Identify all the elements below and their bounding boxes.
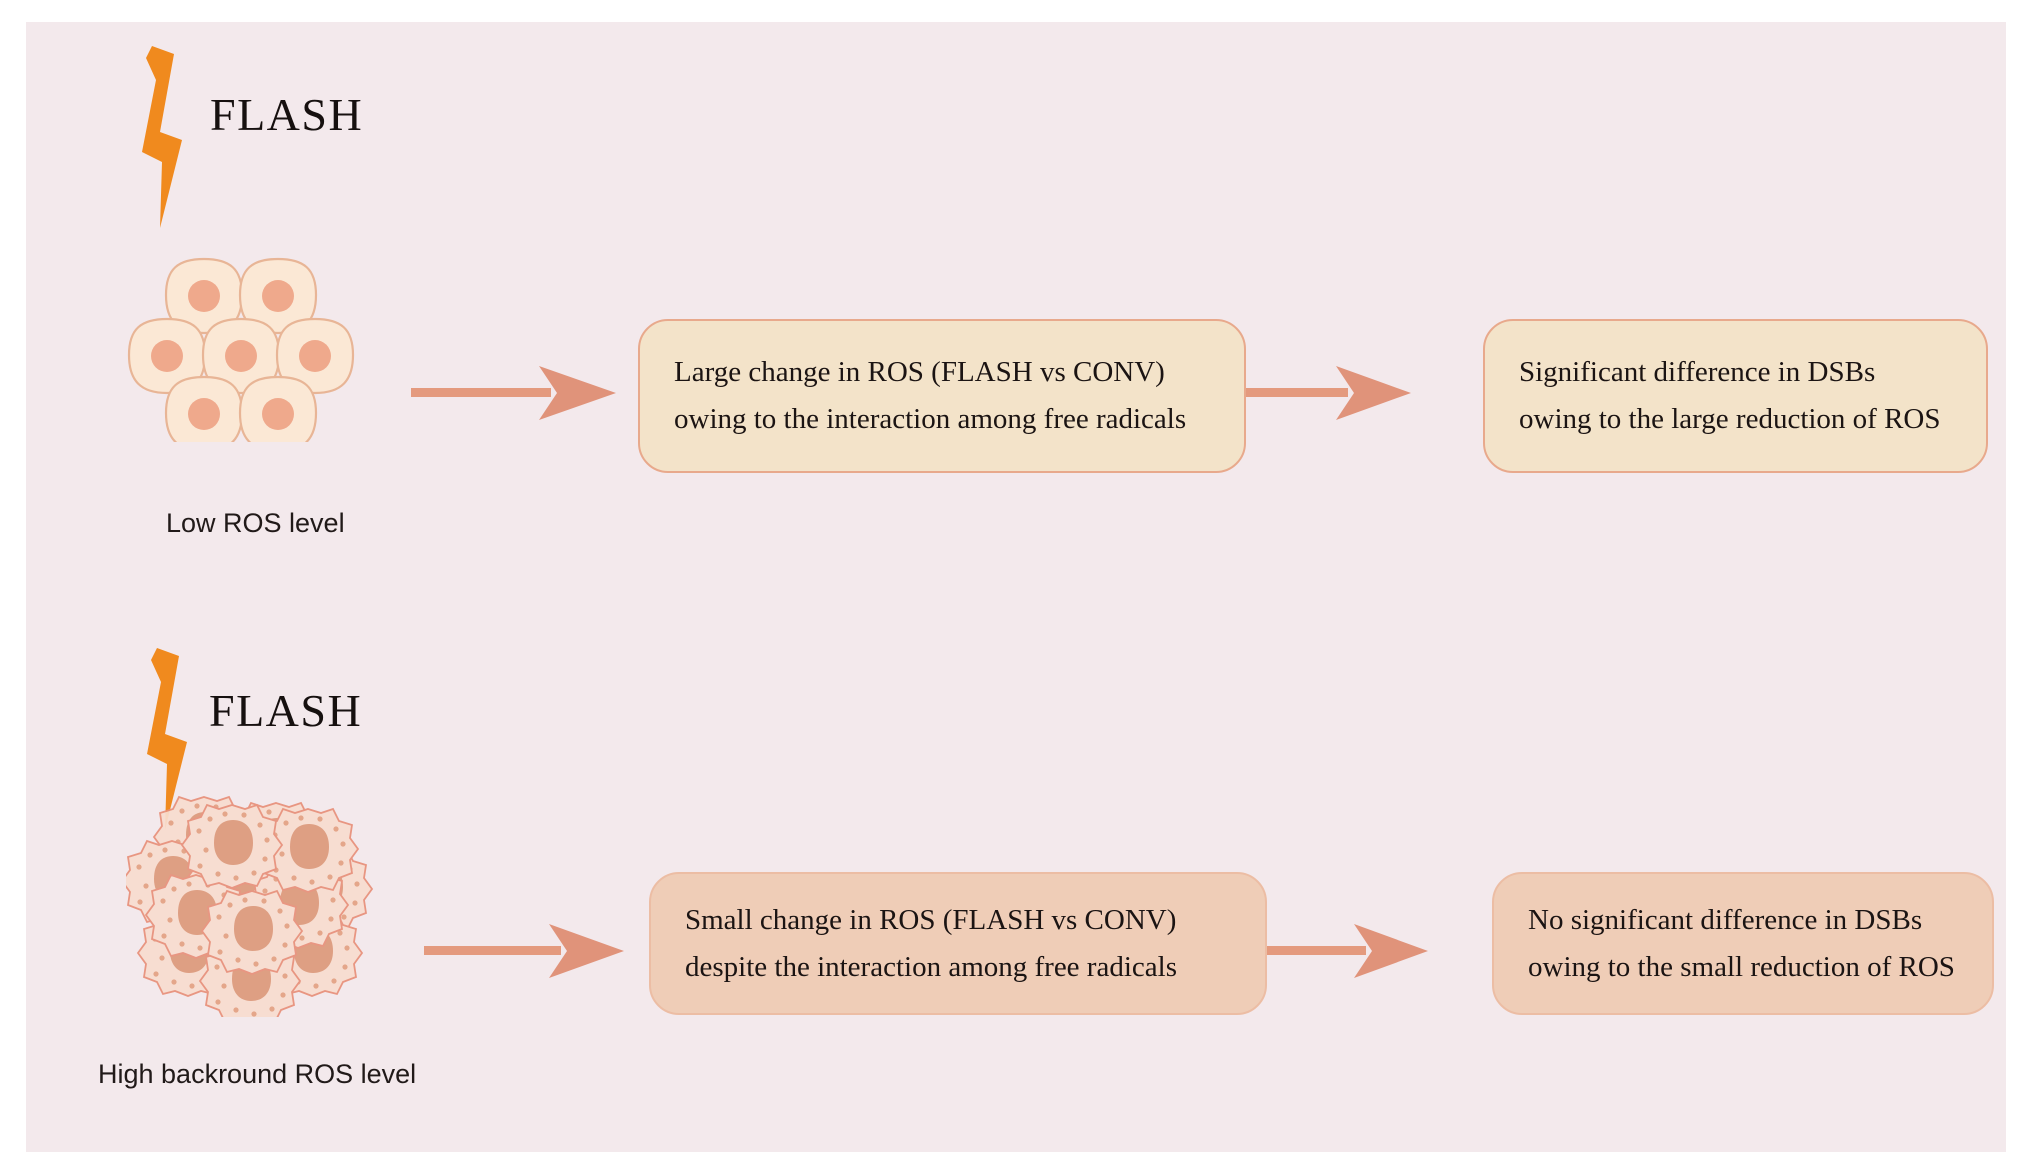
figure-panel: FLASH Low xyxy=(26,22,2006,1152)
diagram-row-tumor: FLASH xyxy=(26,587,2006,1152)
statement-box-normal-1: Large change in ROS (FLASH vs CONV) owin… xyxy=(638,319,1246,473)
flash-label: FLASH xyxy=(209,685,363,736)
tumor-cell-cluster xyxy=(121,787,376,1025)
statement-line: Large change in ROS (FLASH vs CONV) xyxy=(674,356,1165,389)
diagram-row-normal: FLASH Low xyxy=(26,22,2006,587)
lightning-bolt-icon xyxy=(142,46,182,228)
cluster-caption-normal: Low ROS level xyxy=(166,508,345,538)
lightning-bolt-icon xyxy=(147,648,187,830)
statement-line: despite the interaction among free radic… xyxy=(685,950,1177,983)
statement-line: owing to the interaction among free radi… xyxy=(674,403,1187,435)
flash-label: FLASH xyxy=(210,89,364,140)
normal-cell-cluster xyxy=(126,252,356,453)
statement-box-normal-2: Significant difference in DSBs owing to … xyxy=(1483,319,1988,473)
arrow-box1-to-box2 xyxy=(1226,366,1411,420)
statement-line: owing to the large reduction of ROS xyxy=(1519,403,1941,435)
statement-line: No significant difference in DSBs xyxy=(1528,903,1923,936)
statement-line: Small change in ROS (FLASH vs CONV) xyxy=(685,903,1177,936)
statement-box-tumor-1: Small change in ROS (FLASH vs CONV) desp… xyxy=(649,872,1267,1015)
statement-box-tumor-2: No significant difference in DSBs owing … xyxy=(1492,872,1994,1015)
statement-line: Significant difference in DSBs xyxy=(1519,356,1876,389)
statement-line: owing to the small reduction of ROS xyxy=(1528,950,1955,983)
cluster-caption-tumor: High backround ROS level xyxy=(98,1059,417,1089)
arrow-box1-to-box2-tumor xyxy=(1248,924,1428,978)
arrow-normal-to-box1 xyxy=(411,366,616,420)
arrow-tumor-to-box1 xyxy=(424,924,624,978)
